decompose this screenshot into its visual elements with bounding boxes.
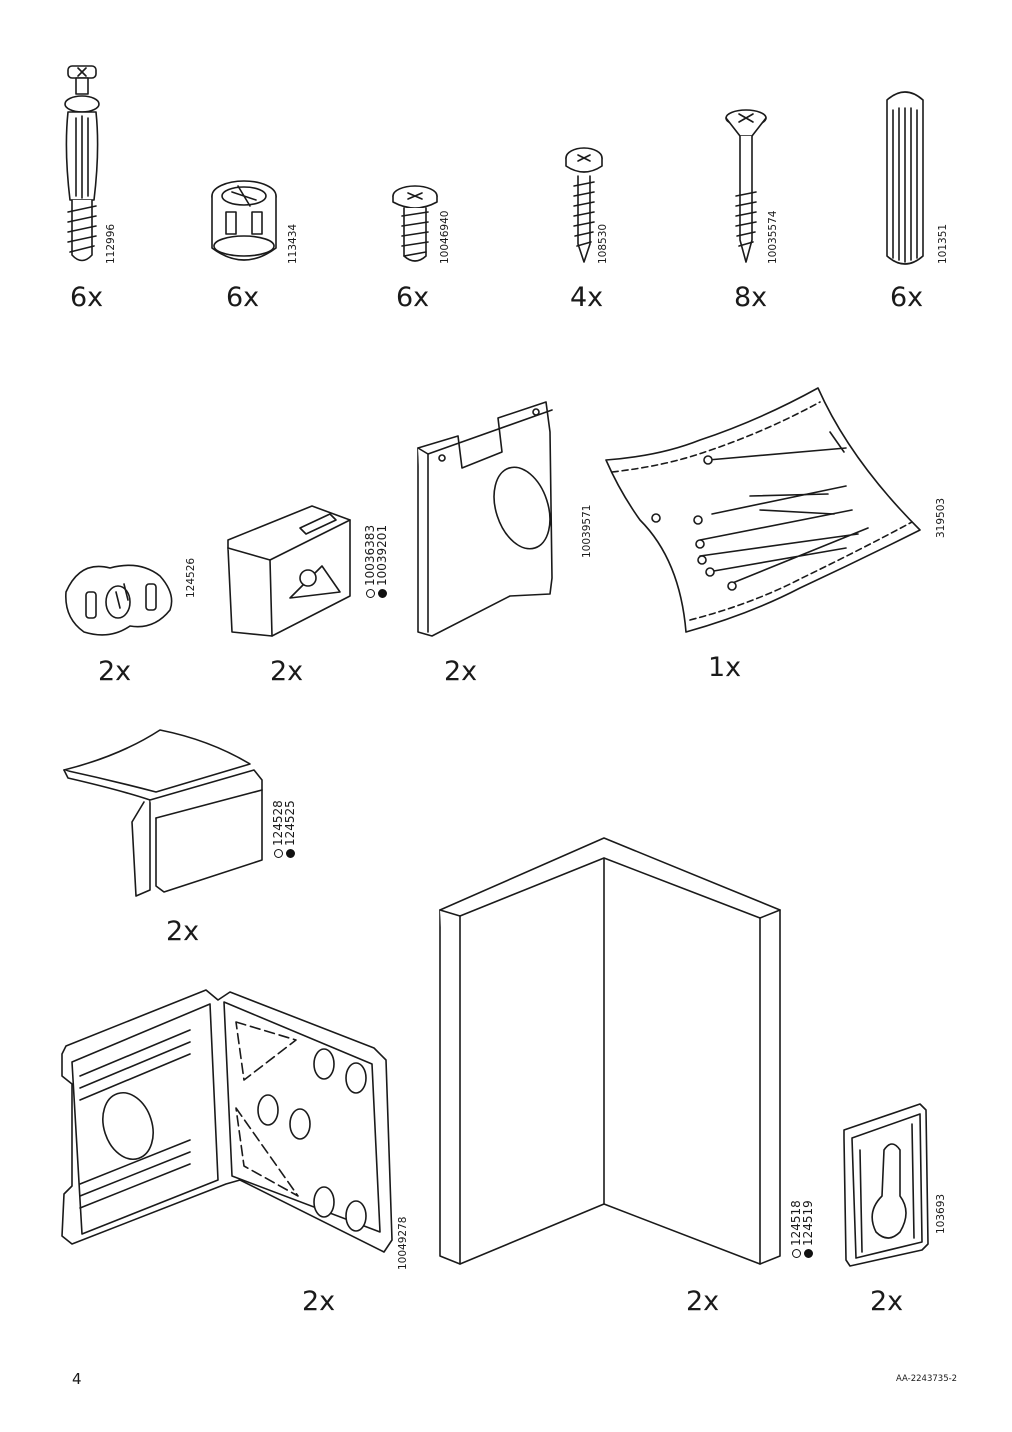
- long-screw-icon: [725, 109, 767, 263]
- quantity-label: 6x: [226, 282, 260, 313]
- clip-icon: [65, 564, 173, 636]
- part-number: 10035574: [767, 210, 779, 264]
- part-number: 101351: [937, 223, 949, 264]
- white-variant-icon: [792, 1249, 801, 1258]
- cam-bolt-icon: [64, 65, 100, 262]
- white-variant-icon: [366, 589, 375, 598]
- part-number: 319503: [935, 497, 947, 538]
- part-number-pair: 124518 124519: [789, 1200, 815, 1258]
- quantity-label: 6x: [890, 282, 924, 313]
- black-variant-icon: [378, 589, 387, 598]
- shelf-clip-icon: [63, 729, 263, 897]
- quantity-label: 8x: [734, 282, 768, 313]
- mounting-plate-icon: [417, 401, 553, 637]
- short-screw-icon: [392, 185, 438, 262]
- quantity-label: 2x: [444, 656, 478, 687]
- page-number: 4: [72, 1370, 82, 1388]
- quantity-label: 2x: [302, 1286, 336, 1317]
- part-number: 113434: [287, 223, 299, 264]
- part-number: 124526: [185, 557, 197, 598]
- quantity-label: 1x: [708, 652, 742, 683]
- part-number: 103693: [935, 1193, 947, 1234]
- part-number-pair: 10036383 10039201: [363, 524, 389, 598]
- nail-bag-icon: [605, 387, 921, 633]
- part-number-black: 124525: [283, 800, 297, 846]
- black-variant-icon: [286, 849, 295, 858]
- black-variant-icon: [804, 1249, 813, 1258]
- corner-bracket-icon: [61, 989, 393, 1253]
- part-number: 10039571: [581, 504, 593, 558]
- part-number-pair: 124528 124525: [271, 800, 297, 858]
- part-number-black: 124519: [801, 1200, 815, 1246]
- white-variant-icon: [274, 849, 283, 858]
- quantity-label: 2x: [686, 1286, 720, 1317]
- cam-lock-icon: [211, 180, 277, 261]
- corner-panel-icon: [439, 837, 781, 1265]
- wooden-dowel-icon: [886, 91, 924, 265]
- wood-screw-icon: [565, 147, 603, 263]
- part-number: 10046940: [439, 210, 451, 264]
- quantity-label: 2x: [270, 656, 304, 687]
- quantity-label: 2x: [870, 1286, 904, 1317]
- quantity-label: 6x: [396, 282, 430, 313]
- part-number-black: 10039201: [375, 524, 389, 586]
- quantity-label: 2x: [166, 916, 200, 947]
- part-number: 10049278: [397, 1216, 409, 1270]
- part-number: 112996: [105, 223, 117, 264]
- keyhole-hanger-icon: [843, 1103, 929, 1267]
- quantity-label: 6x: [70, 282, 104, 313]
- quantity-label: 4x: [570, 282, 604, 313]
- quantity-label: 2x: [98, 656, 132, 687]
- document-code: AA-2243735-2: [896, 1374, 958, 1384]
- part-number: 108530: [597, 223, 609, 264]
- connector-block-icon: [227, 505, 351, 637]
